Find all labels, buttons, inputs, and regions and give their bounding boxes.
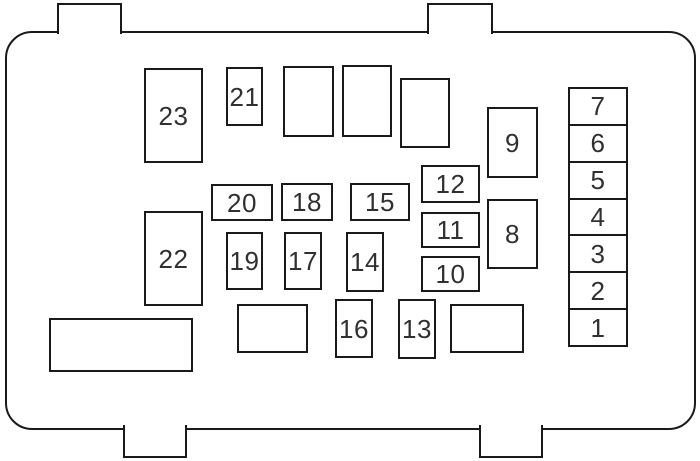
mounting-tab-top-right xyxy=(427,3,493,34)
fuse-label: 20 xyxy=(227,187,257,218)
fuse-label: 10 xyxy=(435,259,466,289)
fuse-label: 6 xyxy=(590,128,606,159)
unlabeled-box-5 xyxy=(450,304,524,353)
fuse-label: 22 xyxy=(158,243,189,274)
fuse-8: 8 xyxy=(487,199,538,269)
fuse-label: 9 xyxy=(505,127,520,158)
fuse-label: 18 xyxy=(292,187,322,217)
fuse-21: 21 xyxy=(226,67,263,126)
fuse-9: 9 xyxy=(487,107,538,178)
unlabeled-box-3 xyxy=(400,78,450,148)
fuse-5: 5 xyxy=(570,160,626,198)
fuse-label: 14 xyxy=(350,247,380,277)
fuse-19: 19 xyxy=(226,232,263,290)
fuse-11: 11 xyxy=(421,212,480,248)
fuse-label: 12 xyxy=(435,169,466,199)
fuse-label: 4 xyxy=(590,202,606,232)
fuse-12: 12 xyxy=(421,165,480,203)
mounting-tab-bottom-left xyxy=(123,425,187,458)
fuse-label: 7 xyxy=(590,91,606,122)
fuse-label: 8 xyxy=(505,219,520,249)
fuse-label: 19 xyxy=(229,246,260,276)
fuse-4: 4 xyxy=(570,197,626,235)
mounting-tab-bottom-right xyxy=(479,425,543,458)
fuse-label: 23 xyxy=(158,100,189,131)
fuse-23: 23 xyxy=(144,68,203,163)
unlabeled-box-2 xyxy=(342,65,392,137)
fuse-label: 1 xyxy=(590,312,606,343)
fuse-3: 3 xyxy=(570,234,626,271)
fuse-10: 10 xyxy=(421,256,480,292)
fuse-20: 20 xyxy=(211,184,273,221)
unlabeled-box-1 xyxy=(283,66,334,137)
fuse-label: 5 xyxy=(590,165,606,196)
fuse-14: 14 xyxy=(346,232,384,292)
fuse-17: 17 xyxy=(284,232,322,290)
fuse-18: 18 xyxy=(281,183,333,221)
fuse-22: 22 xyxy=(144,211,203,306)
fuse-6: 6 xyxy=(570,123,626,161)
fuse-label: 2 xyxy=(590,275,606,306)
unlabeled-box-6 xyxy=(49,318,193,372)
fuse-label: 13 xyxy=(402,314,432,344)
fuse-label: 16 xyxy=(339,313,369,344)
fuse-label: 15 xyxy=(365,187,395,217)
fuse-2: 2 xyxy=(570,271,626,308)
fuse-16: 16 xyxy=(335,299,373,358)
fuse-label: 17 xyxy=(288,246,318,276)
fuse-label: 11 xyxy=(436,215,465,245)
fuse-label: 21 xyxy=(229,81,260,112)
unlabeled-box-4 xyxy=(237,304,308,353)
fuse-7: 7 xyxy=(570,89,626,124)
fuse-13: 13 xyxy=(398,299,436,359)
fuse-label: 3 xyxy=(590,238,606,269)
fuse-15: 15 xyxy=(350,183,410,221)
fuse-column: 7 6 5 4 3 2 1 xyxy=(568,87,628,347)
mounting-tab-top-left xyxy=(57,3,122,34)
fuse-1: 1 xyxy=(570,308,626,345)
